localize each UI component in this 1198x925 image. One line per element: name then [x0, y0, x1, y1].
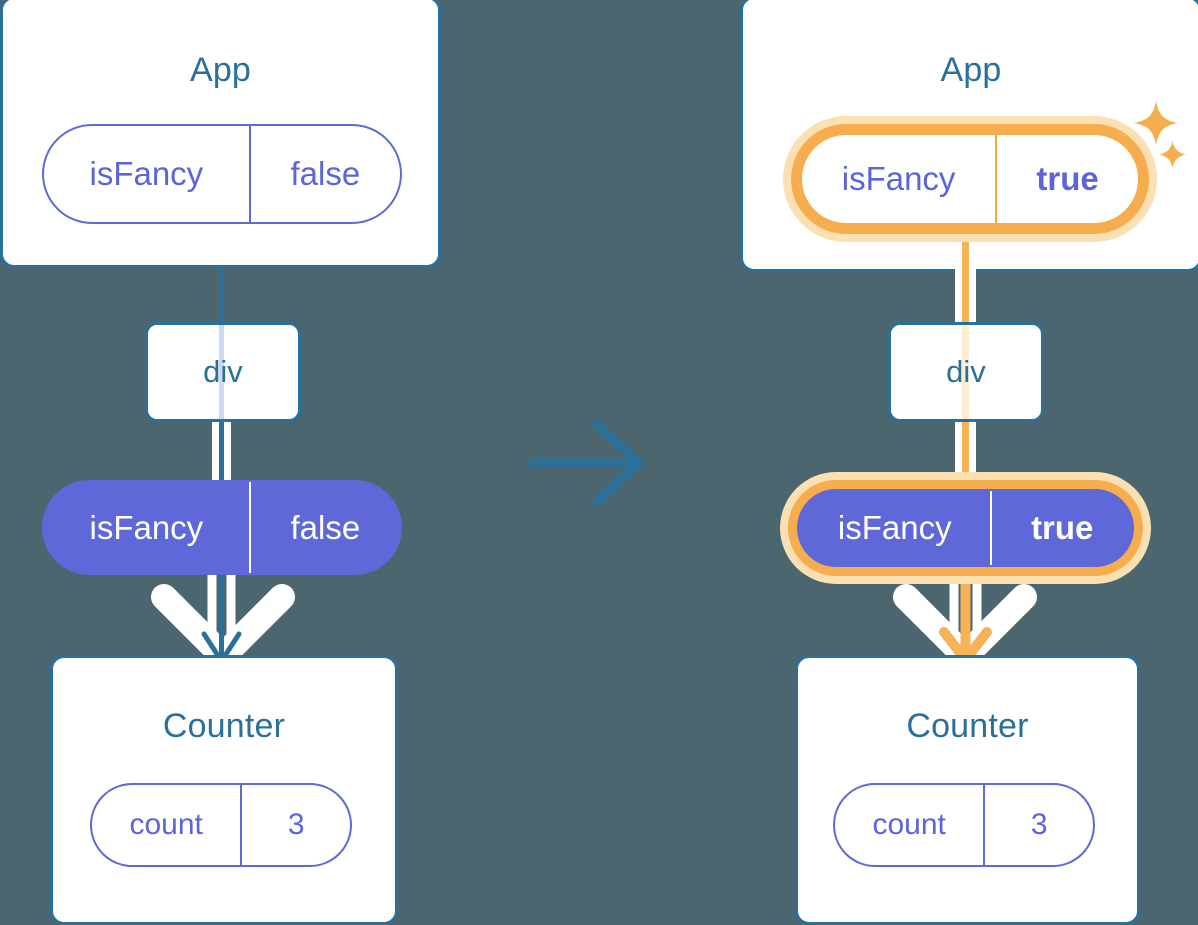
app-state-key-after: isFancy [841, 160, 956, 197]
connector-div-to-prop-left [219, 415, 224, 495]
prop-key-after: isFancy [837, 509, 952, 546]
prop-pill-after: isFancy true [797, 489, 1134, 567]
app-state-pill-after: isFancy true [800, 133, 1140, 225]
counter-state-key-after: count [872, 808, 946, 841]
sparkle-small-icon [1159, 141, 1186, 168]
div-passthrough-line-after [962, 325, 969, 419]
prop-to-counter-arrow-right [939, 567, 992, 665]
counter-state-pill-after: count 3 [833, 783, 1095, 867]
prop-to-counter-arrow-halo-right [893, 575, 1037, 668]
counter-state-value-after: 3 [983, 785, 1093, 865]
prop-key-before: isFancy [89, 508, 204, 546]
prop-pill-before: isFancy false [42, 480, 402, 575]
app-state-value-after: true [995, 135, 1138, 223]
app-state-value-before: false [248, 126, 400, 222]
connector-div-to-prop-right [962, 415, 969, 495]
prop-to-counter-arrow-halo-left [151, 575, 295, 668]
div-node-label-before: div [203, 354, 243, 389]
div-node-label-after: div [946, 354, 986, 389]
sparkle-large-icon [1134, 101, 1178, 145]
counter-state-key-before: count [129, 808, 203, 841]
transition-right-arrow-icon [528, 419, 644, 507]
counter-state-pill-before: count 3 [90, 783, 352, 867]
prop-value-before: false [248, 482, 400, 573]
app-state-key-before: isFancy [89, 155, 204, 192]
prop-to-counter-arrow-left [201, 575, 242, 664]
prop-value-after: true [990, 491, 1132, 565]
app-card-title-before: App [189, 51, 252, 89]
app-state-pill-before: isFancy false [42, 124, 402, 224]
connector-app-to-div-right [962, 225, 969, 335]
app-card-title-after: App [940, 51, 1002, 89]
counter-card-title-after: Counter [906, 707, 1029, 745]
counter-card-title-before: Counter [162, 707, 286, 745]
counter-state-value-before: 3 [240, 785, 350, 865]
div-passthrough-line-before [219, 325, 224, 419]
